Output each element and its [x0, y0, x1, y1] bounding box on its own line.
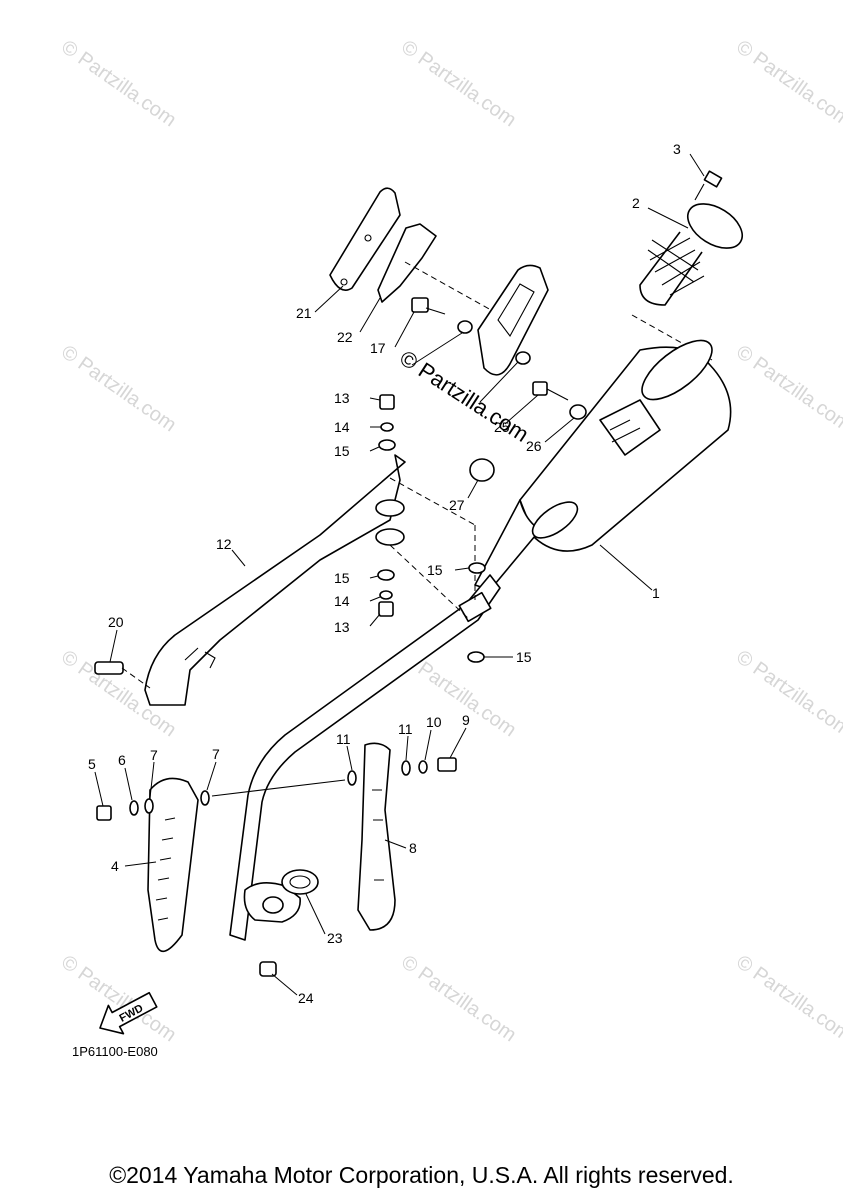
part-17-bolt[interactable] — [411, 297, 446, 315]
callout-15[interactable]: 15 — [334, 443, 350, 459]
callout-3[interactable]: 3 — [673, 141, 681, 157]
callout-6[interactable]: 6 — [118, 752, 126, 768]
part-15-grommet-right[interactable] — [468, 562, 486, 574]
part-2-arrester-screen[interactable] — [639, 195, 750, 306]
callout-23[interactable]: 23 — [327, 930, 343, 946]
part-11-collar[interactable] — [401, 760, 411, 776]
mesh-pattern — [647, 237, 705, 296]
mounting-bracket[interactable] — [477, 264, 549, 376]
callout-24[interactable]: 24 — [298, 990, 314, 1006]
callout-22[interactable]: 22 — [337, 329, 353, 345]
callout-4[interactable]: 4 — [111, 858, 119, 874]
callout-20[interactable]: 20 — [108, 614, 124, 630]
callout-8[interactable]: 8 — [409, 840, 417, 856]
part-14-washer-upper[interactable] — [380, 422, 394, 432]
diagram-code: 1P61100-E080 — [72, 1044, 158, 1059]
callout-1[interactable]: 1 — [652, 585, 660, 601]
callout-14[interactable]: 14 — [334, 419, 350, 435]
watermark: © Partzilla.com — [732, 951, 843, 1046]
watermark: © Partzilla.com — [732, 36, 843, 131]
part-5-bolt[interactable] — [96, 805, 112, 821]
washer[interactable] — [515, 351, 531, 365]
copyright-notice: ©2014 Yamaha Motor Corporation, U.S.A. A… — [109, 1162, 734, 1188]
callout-11[interactable]: 11 — [398, 721, 413, 737]
part-13-bolt-lower[interactable] — [378, 601, 394, 617]
callout-13[interactable]: 13 — [334, 619, 350, 635]
part-7-collar[interactable] — [200, 790, 210, 806]
callout-14[interactable]: 14 — [334, 593, 350, 609]
part-6-washer[interactable] — [129, 800, 139, 816]
watermark: © Partzilla.com — [397, 951, 520, 1046]
callout-10[interactable]: 10 — [426, 714, 442, 730]
callout-27[interactable]: 27 — [449, 497, 465, 513]
part-8-protector[interactable] — [357, 742, 396, 931]
watermark: © Partzilla.com — [732, 341, 843, 436]
part-20-bolt[interactable] — [94, 661, 124, 675]
part-13-bolt-upper[interactable] — [379, 394, 395, 410]
callout-7[interactable]: 7 — [212, 746, 220, 762]
callout-26[interactable]: 26 — [526, 438, 542, 454]
part-4-protector[interactable] — [147, 777, 199, 953]
part-15-grommet-lower[interactable] — [377, 569, 395, 581]
part-24-nut[interactable] — [259, 961, 277, 977]
assembly-line — [121, 667, 151, 689]
assembly-line — [404, 261, 501, 316]
part-15-grommet-upper[interactable] — [378, 439, 396, 451]
callout-13[interactable]: 13 — [334, 390, 350, 406]
callout-11[interactable]: 11 — [336, 731, 351, 747]
part-14-washer-lower[interactable] — [379, 590, 393, 600]
part-23-gasket[interactable] — [281, 869, 319, 895]
assembly-line — [389, 477, 476, 526]
part-27-cap[interactable] — [469, 458, 495, 482]
watermark: © Partzilla.com — [57, 36, 180, 131]
assembly-line — [211, 779, 346, 797]
callout-15[interactable]: 15 — [427, 562, 443, 578]
part-7-collar[interactable] — [144, 798, 154, 814]
callout-labels: 3 2 21 22 17 25 26 27 1 13 14 15 15 14 1… — [88, 141, 681, 1006]
watermark: © Partzilla.com — [57, 341, 180, 436]
callout-12[interactable]: 12 — [216, 536, 232, 552]
callout-5[interactable]: 5 — [88, 756, 96, 772]
leader-lines — [94, 153, 705, 996]
callout-25[interactable]: 25 — [494, 419, 510, 435]
part-3-bolt[interactable] — [694, 170, 723, 201]
part-26-washer[interactable] — [569, 404, 587, 420]
assembly-line — [631, 314, 713, 361]
vent-holes — [155, 817, 176, 921]
part-15-grommet-bottom[interactable] — [467, 651, 485, 663]
callout-9[interactable]: 9 — [462, 712, 470, 728]
callout-17[interactable]: 17 — [370, 340, 386, 356]
callout-15[interactable]: 15 — [334, 570, 350, 586]
watermark: © Partzilla.com — [732, 646, 843, 741]
part-9-bolt[interactable] — [437, 757, 457, 772]
part-1-muffler[interactable] — [474, 330, 732, 591]
callout-21[interactable]: 21 — [296, 305, 312, 321]
callout-15[interactable]: 15 — [516, 649, 532, 665]
part-11-collar[interactable] — [347, 770, 357, 786]
assembly-line — [389, 544, 471, 621]
part-10-washer[interactable] — [418, 760, 428, 774]
part-25-bolt[interactable] — [532, 381, 569, 401]
part-12-stay[interactable] — [144, 454, 406, 706]
exhaust-pipe[interactable] — [229, 574, 501, 941]
callout-7[interactable]: 7 — [150, 747, 158, 763]
callout-2[interactable]: 2 — [632, 195, 640, 211]
part-21-shield-plate[interactable] — [329, 187, 401, 291]
watermark: © Partzilla.com — [397, 36, 520, 131]
washer[interactable] — [457, 320, 473, 334]
